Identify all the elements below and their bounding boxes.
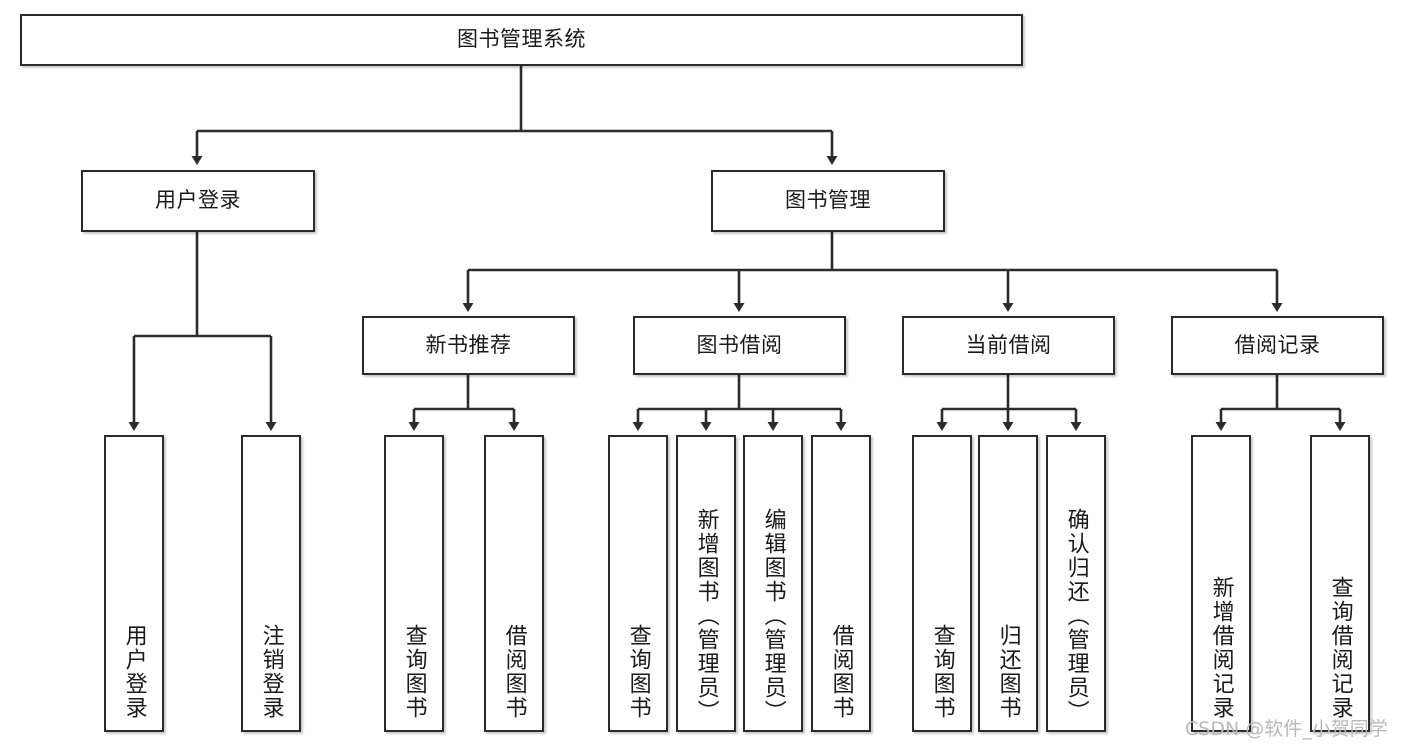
node-new-book-rec[interactable]: 新书推荐 [362, 316, 575, 375]
node-new-book-rec-label: 新书推荐 [425, 332, 512, 357]
leaf-add-book-label: 新增图书（管理员） [693, 508, 719, 724]
leaf-query-book-3[interactable]: 查询图书 [912, 435, 972, 732]
node-book-manage[interactable]: 图书管理 [711, 170, 945, 232]
node-user-login-label: 用户登录 [155, 188, 241, 213]
leaf-return-book[interactable]: 归还图书 [978, 435, 1038, 732]
leaf-borrow-book-1-label: 借阅图书 [501, 624, 527, 720]
leaf-query-book-3-label: 查询图书 [929, 624, 955, 720]
leaf-query-record[interactable]: 查询借阅记录 [1310, 435, 1370, 732]
node-root[interactable]: 图书管理系统 [20, 14, 1023, 66]
leaf-add-record-label: 新增借阅记录 [1208, 576, 1234, 720]
leaf-query-book-2-label: 查询图书 [625, 624, 651, 720]
node-user-login[interactable]: 用户登录 [81, 170, 315, 232]
node-book-borrow-label: 图书借阅 [696, 332, 783, 357]
node-root-label: 图书管理系统 [457, 27, 586, 52]
leaf-borrow-book-2-label: 借阅图书 [828, 624, 854, 720]
leaf-borrow-book-2[interactable]: 借阅图书 [811, 435, 871, 732]
leaf-user-login[interactable]: 用户登录 [104, 435, 164, 732]
node-current-borrow-label: 当前借阅 [965, 332, 1052, 357]
leaf-borrow-book-1[interactable]: 借阅图书 [484, 435, 544, 732]
node-current-borrow[interactable]: 当前借阅 [902, 316, 1115, 375]
leaf-return-book-label: 归还图书 [995, 624, 1021, 720]
leaf-user-login-label: 用户登录 [121, 624, 147, 720]
leaf-query-book-2[interactable]: 查询图书 [608, 435, 668, 732]
node-borrow-record[interactable]: 借阅记录 [1171, 316, 1384, 375]
leaf-query-book-1[interactable]: 查询图书 [384, 435, 444, 732]
leaf-logout[interactable]: 注销登录 [241, 435, 301, 732]
csdn-watermark: CSDN @软件_小贺同学 [1185, 718, 1388, 740]
node-borrow-record-label: 借阅记录 [1234, 332, 1321, 357]
node-book-manage-label: 图书管理 [785, 188, 871, 213]
leaf-confirm-return[interactable]: 确认归还（管理员） [1046, 435, 1106, 732]
node-book-borrow[interactable]: 图书借阅 [633, 316, 846, 375]
leaf-confirm-return-label: 确认归还（管理员） [1063, 508, 1089, 724]
leaf-query-record-label: 查询借阅记录 [1327, 576, 1353, 720]
leaf-add-record[interactable]: 新增借阅记录 [1191, 435, 1251, 732]
leaf-edit-book-label: 编辑图书（管理员） [760, 508, 786, 724]
leaf-add-book[interactable]: 新增图书（管理员） [676, 435, 736, 732]
leaf-logout-label: 注销登录 [258, 624, 284, 720]
leaf-edit-book[interactable]: 编辑图书（管理员） [743, 435, 803, 732]
leaf-query-book-1-label: 查询图书 [401, 624, 427, 720]
